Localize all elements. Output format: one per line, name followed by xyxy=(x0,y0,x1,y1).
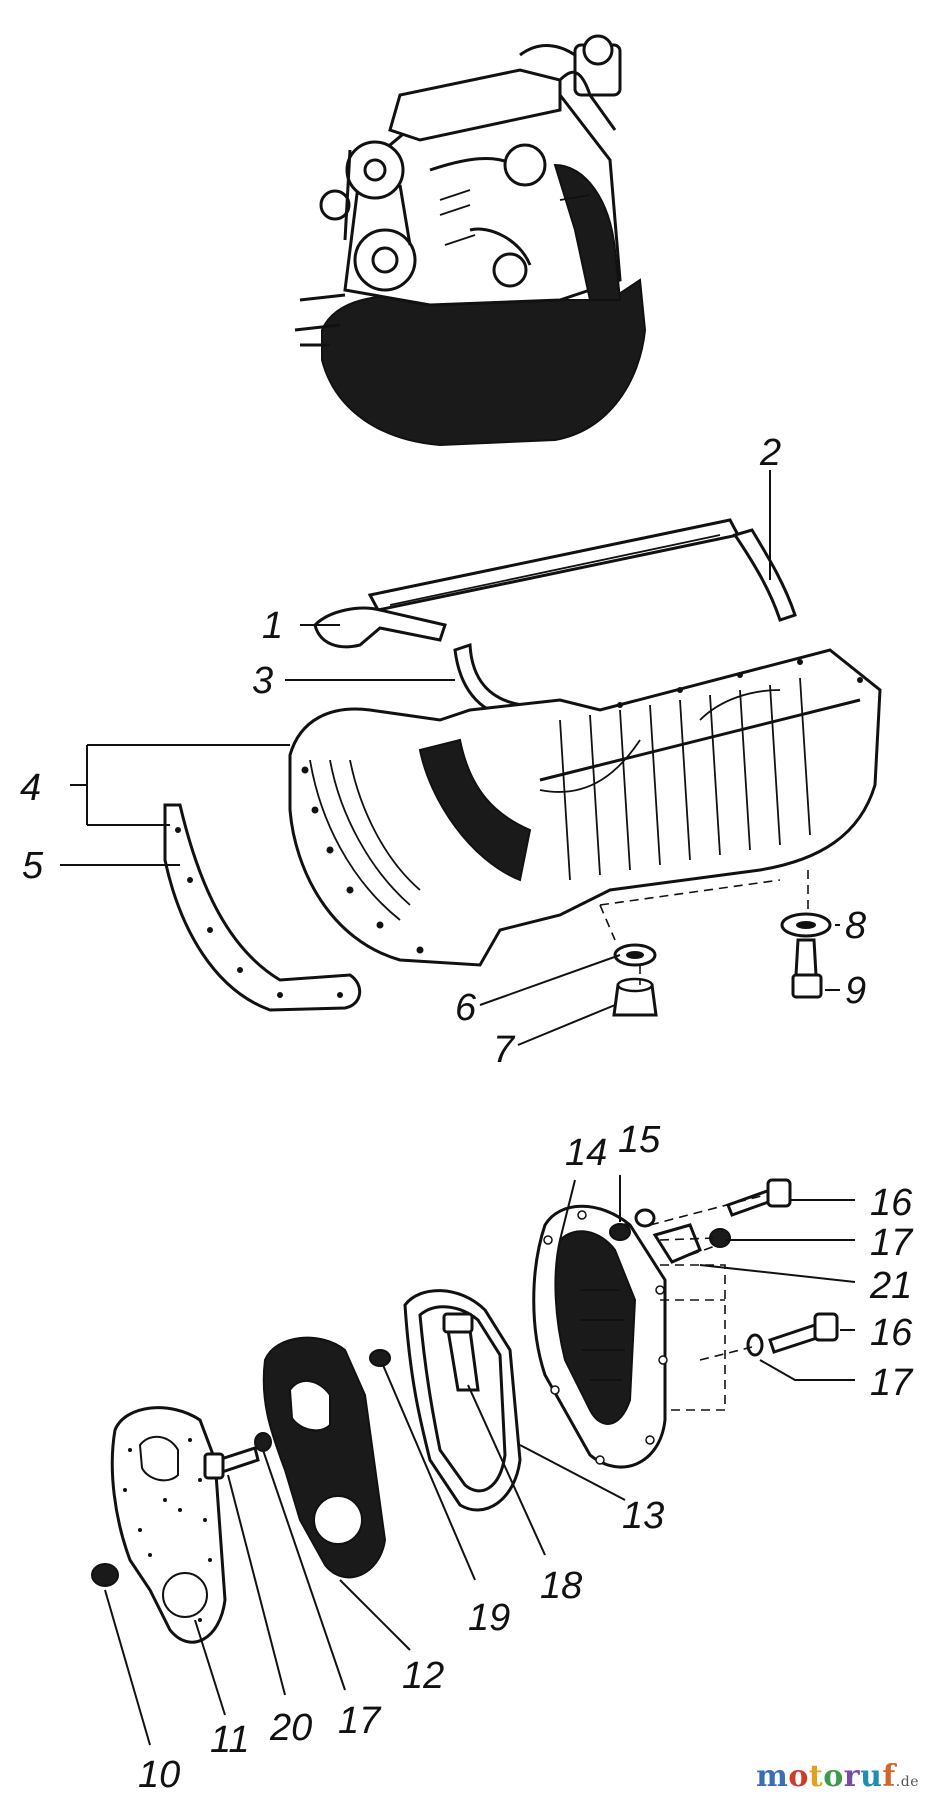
part-10-nut xyxy=(91,1563,119,1587)
part-16-bolt-right xyxy=(768,1323,823,1354)
callout-3: 3 xyxy=(252,660,273,702)
callout-11: 11 xyxy=(210,1719,249,1761)
callout-7: 7 xyxy=(493,1029,516,1071)
callout-19: 19 xyxy=(468,1597,510,1639)
callout-14: 14 xyxy=(565,1132,607,1174)
callout-5: 5 xyxy=(22,845,44,887)
callout-4: 4 xyxy=(20,767,41,809)
callout-18: 18 xyxy=(540,1565,582,1607)
callout-21: 21 xyxy=(869,1265,912,1307)
callout-17-lower: 17 xyxy=(338,1700,382,1742)
part-17-washer-right xyxy=(746,1333,764,1357)
watermark-letter: m xyxy=(756,1759,789,1794)
part-17-washer-lower xyxy=(254,1432,272,1452)
watermark-suffix: .de xyxy=(895,1774,919,1790)
callout-8: 8 xyxy=(845,905,866,947)
part-15-washer xyxy=(609,1223,631,1241)
callout-10: 10 xyxy=(138,1754,180,1796)
watermark-logo: motoruf.de xyxy=(756,1759,919,1794)
part-4-oil-pan xyxy=(288,648,882,967)
leader-lines xyxy=(60,470,856,1746)
part-1-gasket xyxy=(313,606,447,649)
timing-cover-group xyxy=(91,1178,839,1644)
callout-1: 1 xyxy=(262,605,283,647)
watermark-letter: u xyxy=(860,1759,883,1794)
watermark-letter: o xyxy=(788,1759,809,1794)
watermark-letter: f xyxy=(882,1759,896,1794)
callout-2: 2 xyxy=(759,432,781,474)
part-2-gasket-arc xyxy=(732,528,797,622)
engine-assembly-illustration xyxy=(294,34,647,447)
oil-pan-group xyxy=(163,518,882,1017)
callout-17-top: 17 xyxy=(870,1222,914,1264)
part-19-washer xyxy=(369,1349,391,1367)
callout-labels: 1 2 3 4 5 6 7 8 9 10 11 12 13 14 15 16 1… xyxy=(20,432,914,1796)
callout-9: 9 xyxy=(845,970,866,1012)
part-12-gasket-plate xyxy=(262,1336,387,1579)
part-5-rear-seal-strip xyxy=(163,803,361,1012)
part-9-bolt xyxy=(794,938,818,977)
callout-17-right: 17 xyxy=(870,1362,914,1404)
part-21-clip xyxy=(652,1223,702,1264)
callout-6: 6 xyxy=(455,987,477,1029)
watermark-letter: o xyxy=(823,1759,844,1794)
watermark-letter: r xyxy=(843,1759,861,1794)
callout-16-top: 16 xyxy=(870,1182,913,1224)
watermark-letter: t xyxy=(808,1759,824,1794)
callout-15: 15 xyxy=(618,1119,661,1161)
callout-13: 13 xyxy=(622,1495,664,1537)
callout-16-right: 16 xyxy=(870,1312,913,1354)
part-13-gasket xyxy=(403,1289,522,1512)
callout-12: 12 xyxy=(402,1655,444,1697)
callout-20: 20 xyxy=(269,1707,312,1749)
flange-holes xyxy=(301,659,863,954)
part-2-gasket-rail xyxy=(367,518,741,612)
